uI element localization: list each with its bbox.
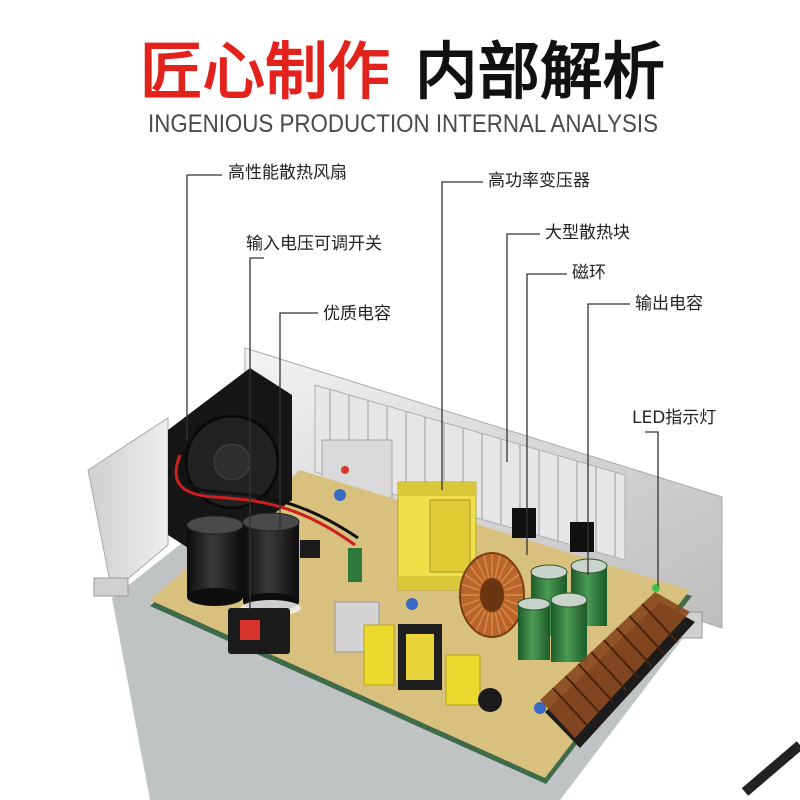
toroid-winding bbox=[483, 555, 490, 578]
toroid-hole bbox=[480, 578, 504, 612]
transformer-core-bottom bbox=[398, 576, 476, 590]
subtitle: INGENIOUS PRODUCTION INTERNAL ANALYSIS bbox=[148, 110, 658, 138]
inductor-round bbox=[478, 688, 502, 712]
callout-output-capacitor: 输出电容 bbox=[587, 294, 703, 575]
callout-fan: 高性能散热风扇 bbox=[186, 163, 347, 440]
led-indicator bbox=[652, 584, 660, 592]
toroid-winding bbox=[504, 583, 523, 592]
mosfet-left bbox=[512, 508, 536, 538]
leader-line-capacitor bbox=[279, 312, 318, 540]
toroid-winding bbox=[469, 607, 484, 625]
leader-line-fan bbox=[186, 174, 222, 440]
label-capacitor: 优质电容 bbox=[323, 304, 391, 324]
label-toroid: 磁环 bbox=[572, 263, 606, 283]
terminal-cover bbox=[540, 592, 690, 738]
leader-line-led bbox=[645, 431, 659, 586]
callout-transformer: 高功率变压器 bbox=[441, 171, 590, 490]
callout-capacitor: 优质电容 bbox=[279, 304, 391, 540]
transformer-core-top bbox=[398, 482, 476, 496]
auxiliary-transformer-core bbox=[406, 634, 434, 680]
leader-line-transformer bbox=[441, 181, 483, 490]
relay-component bbox=[300, 540, 320, 558]
x-capacitor-left bbox=[363, 624, 395, 686]
label-transformer: 高功率变压器 bbox=[488, 171, 590, 191]
heatsink-body bbox=[314, 384, 626, 561]
toroid-winding bbox=[494, 612, 501, 635]
toroid-winding bbox=[475, 610, 487, 631]
toroid-winding bbox=[464, 573, 482, 587]
terminal-divider bbox=[577, 663, 615, 703]
input-capacitor-right bbox=[242, 512, 300, 611]
transformer-coil bbox=[429, 499, 471, 573]
output-terminal-block bbox=[540, 592, 695, 748]
ceramic-capacitor-2 bbox=[406, 598, 418, 610]
heatsink-red-dot bbox=[341, 466, 349, 474]
ceramic-capacitor-1 bbox=[334, 489, 346, 501]
callout-led: LED指示灯 bbox=[632, 408, 716, 586]
terminal-divider bbox=[590, 651, 627, 691]
enclosure-left-wall bbox=[87, 417, 169, 593]
mosfet-right bbox=[570, 522, 594, 552]
filter-capacitor-small bbox=[348, 548, 362, 582]
toroid-windings bbox=[461, 554, 523, 636]
toroid-choke bbox=[459, 552, 525, 638]
terminal-dividers bbox=[552, 603, 678, 727]
leader-line-heatsink bbox=[506, 233, 540, 462]
toroid-winding bbox=[494, 555, 501, 578]
label-fan: 高性能散热风扇 bbox=[228, 163, 347, 183]
toroid-winding bbox=[461, 583, 480, 592]
fan-red-wire bbox=[174, 454, 356, 547]
power-supply-photo bbox=[87, 347, 800, 800]
fan-black-wire bbox=[179, 451, 359, 540]
callout-voltage-switch: 输入电压可调开关 bbox=[246, 234, 382, 610]
toroid-winding bbox=[475, 559, 487, 580]
terminal-divider bbox=[615, 627, 653, 667]
output-capacitor-3 bbox=[550, 592, 588, 662]
callout-toroid: 磁环 bbox=[526, 263, 606, 555]
toroid-winding bbox=[483, 612, 490, 635]
toroid-winding bbox=[469, 565, 484, 583]
toroid-winding bbox=[464, 603, 482, 617]
toroid-winding bbox=[502, 573, 520, 587]
cable-shadow bbox=[741, 741, 800, 796]
label-output-capacitor: 输出电容 bbox=[635, 294, 703, 314]
title-black: 内部解析 bbox=[415, 35, 665, 108]
fan-hub bbox=[213, 443, 251, 481]
label-heatsink: 大型散热块 bbox=[545, 223, 630, 243]
leader-line-voltage-switch bbox=[249, 257, 264, 610]
voltage-selector-switch bbox=[228, 608, 290, 654]
mounting-tab-left bbox=[93, 577, 129, 597]
title-red: 匠心制作 bbox=[140, 35, 390, 108]
terminal-divider bbox=[552, 687, 589, 727]
input-capacitor-left bbox=[186, 515, 244, 606]
label-voltage-switch: 输入电压可调开关 bbox=[246, 234, 382, 254]
terminal-divider bbox=[628, 615, 666, 655]
x-capacitor-right bbox=[445, 654, 481, 706]
label-led: LED指示灯 bbox=[632, 408, 716, 428]
toroid-winding bbox=[497, 610, 509, 631]
output-capacitor-4 bbox=[517, 597, 551, 660]
toroid-winding bbox=[500, 565, 515, 583]
ceramic-capacitor-3 bbox=[534, 702, 546, 714]
terminal-divider bbox=[603, 639, 640, 679]
terminal-divider bbox=[564, 675, 602, 715]
callout-heatsink: 大型散热块 bbox=[506, 223, 630, 462]
toroid-winding bbox=[461, 598, 480, 607]
terminal-divider bbox=[641, 603, 678, 643]
toroid-winding bbox=[497, 559, 509, 580]
leader-line-output-capacitor bbox=[587, 303, 630, 575]
leader-line-toroid bbox=[526, 273, 567, 555]
main-transformer bbox=[397, 481, 477, 591]
toroid-winding bbox=[500, 607, 515, 625]
switch-red-toggle bbox=[240, 620, 260, 640]
toroid-winding bbox=[502, 603, 520, 617]
